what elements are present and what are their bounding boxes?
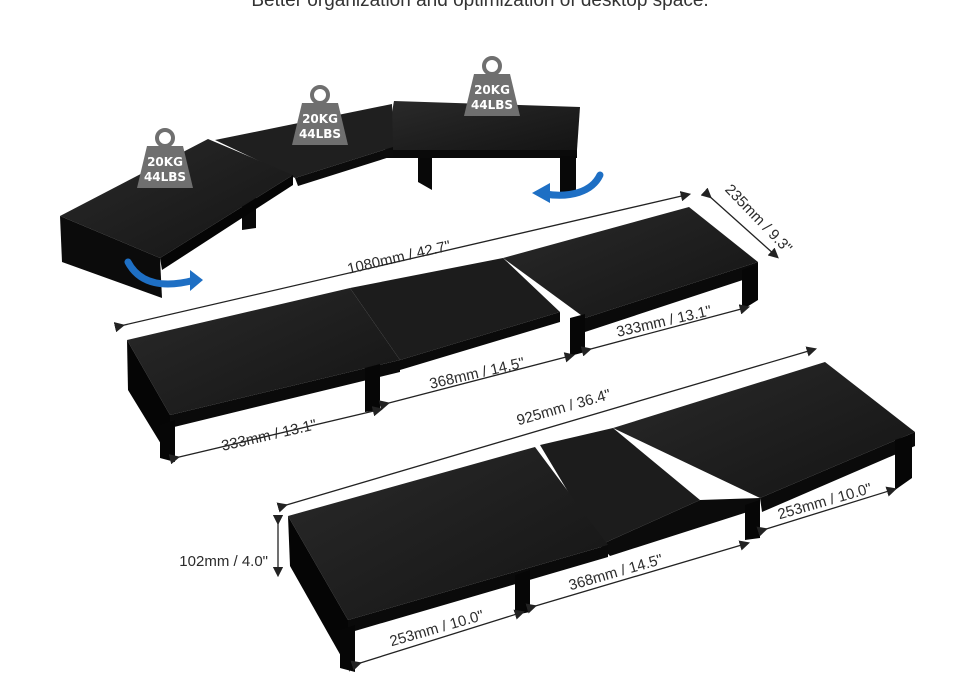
compact-left-leg: [340, 625, 355, 672]
weight-icon-3: 20KG 44LBS: [464, 56, 520, 116]
large-left-section-label: 333mm / 13.1": [220, 416, 318, 454]
large-right-section-line: [580, 304, 751, 357]
compact-middle-left-leg: [515, 570, 530, 615]
angled-middle-board-edge: [295, 147, 393, 186]
large-middle-section-label: 368mm / 14.5": [428, 354, 526, 392]
tagline: Better organization and optimization of …: [251, 0, 708, 11]
large-middle-left-leg: [365, 364, 380, 412]
weight-icon-1: 20KG 44LBS: [137, 128, 193, 188]
compact-left-section-line: [350, 609, 525, 671]
compact-right-section-line: [756, 486, 897, 537]
compact-height-label: 102mm / 4.0": [179, 553, 268, 570]
compact-left-board-front: [288, 516, 350, 672]
large-left-leg: [160, 420, 175, 462]
compact-right-leg: [895, 434, 912, 490]
weight-icon-2: 20KG 44LBS: [292, 85, 348, 145]
weight-1-line1: 20KG: [147, 155, 183, 169]
weight-3-line2: 44LBS: [471, 98, 513, 112]
large-middle-leg: [570, 314, 585, 356]
rotate-arrow-icon-right-head: [532, 183, 550, 203]
rotate-arrow-icon-left-head: [190, 270, 203, 291]
large-depth-line: [700, 187, 779, 259]
angled-right-board-top: [385, 101, 580, 150]
angled-right-leg-2: [560, 156, 576, 195]
weight-2-line2: 44LBS: [299, 127, 341, 141]
weight-1-line2: 44LBS: [144, 170, 186, 184]
large-total-length-line: [113, 191, 692, 333]
weight-2-line1: 20KG: [302, 112, 338, 126]
large-right-leg: [742, 264, 758, 310]
compact-total-length-line: [276, 346, 817, 513]
weight-3-line1: 20KG: [474, 83, 510, 97]
angled-right-board-edge: [383, 150, 577, 158]
compact-middle-section-line: [525, 540, 750, 614]
compact-stand: [288, 362, 915, 672]
angled-right-leg: [418, 158, 432, 190]
compact-middle-leg: [745, 500, 760, 540]
